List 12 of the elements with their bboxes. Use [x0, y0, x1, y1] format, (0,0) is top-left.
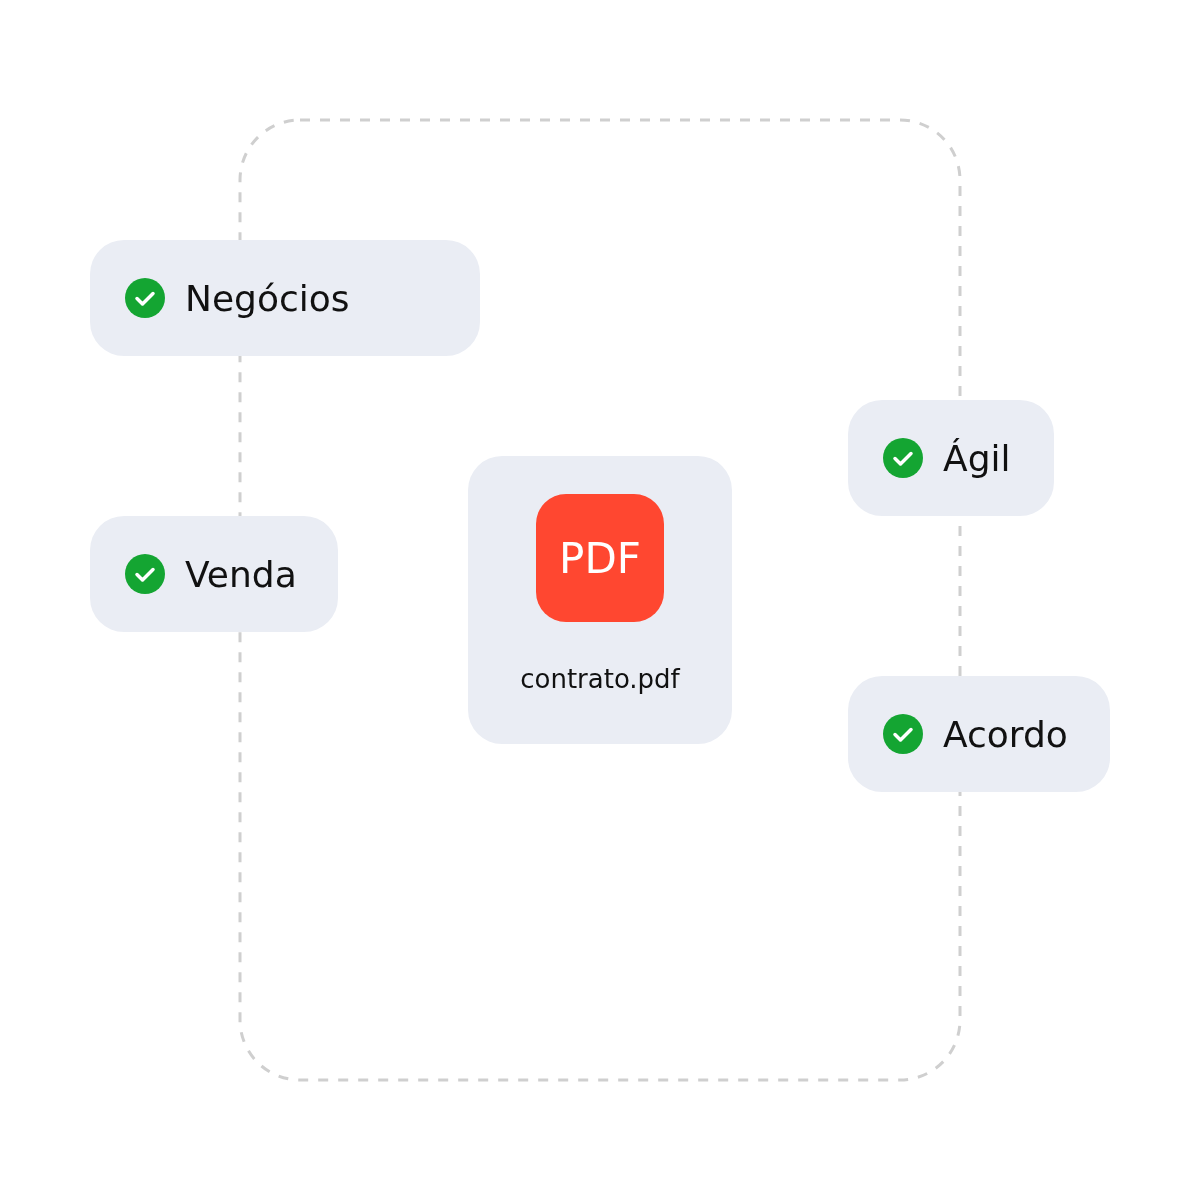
tag-chip: [848, 676, 1110, 792]
file-card: [468, 456, 732, 744]
tag-label: Venda: [185, 553, 297, 595]
tag-chip: [90, 516, 338, 632]
tag-chip: [90, 240, 480, 356]
file-icon: [536, 494, 664, 622]
file-name: contrato.pdf: [519, 664, 682, 694]
tag-label: Ágil: [943, 437, 1011, 479]
tag-label: Negócios: [185, 277, 350, 319]
file-type-label: PDF: [559, 533, 641, 583]
tag-chip: [848, 400, 1054, 516]
tag-label: Acordo: [943, 713, 1068, 755]
